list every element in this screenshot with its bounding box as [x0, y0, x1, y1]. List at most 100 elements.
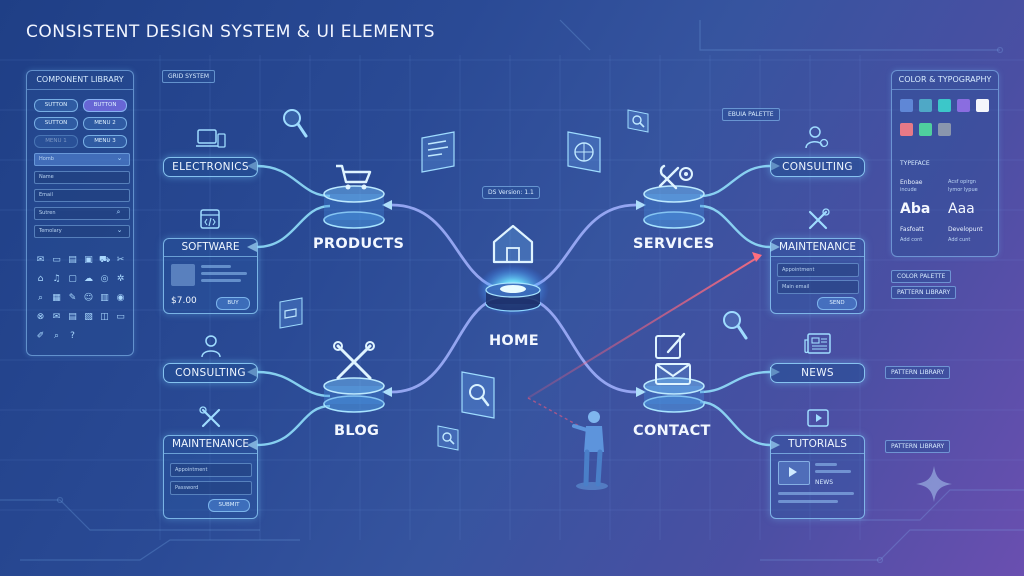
- search-card-icon: [627, 109, 649, 133]
- location-icon: ◉: [116, 293, 125, 303]
- blog-hub[interactable]: [316, 340, 392, 416]
- home-hub[interactable]: [476, 218, 550, 324]
- products-label: PRODUCTS: [313, 236, 405, 252]
- main-email-field[interactable]: Main email: [777, 280, 859, 294]
- search-icon: ⌕: [37, 293, 44, 303]
- type-sample-bold: Aba: [900, 201, 931, 217]
- maintenance-card-left[interactable]: MAINTENANCE Appointment Password SUBMIT: [163, 435, 258, 519]
- palette-tag: EBUIA PALETTE: [722, 108, 780, 121]
- envelope-icon: ✉: [52, 312, 61, 322]
- consultant-icon: [201, 335, 221, 358]
- globe-card-icon: [567, 131, 601, 173]
- color-swatch: [919, 99, 932, 112]
- chevron-down-icon: ⌄: [116, 226, 123, 234]
- id-card-icon: ▥: [100, 293, 109, 303]
- buy-button[interactable]: BUY: [216, 297, 250, 310]
- person-figure: [572, 411, 608, 490]
- close-icon: ⊗: [36, 312, 45, 322]
- contact-label: CONTACT: [633, 423, 711, 439]
- font-sub-right: Add cunt: [948, 237, 971, 243]
- color-swatch: [957, 99, 970, 112]
- type-sample-regular: Aaa: [948, 201, 975, 217]
- button-sample-2[interactable]: BUTTON: [83, 99, 127, 112]
- tutorials-card[interactable]: TUTORIALS NEWS: [770, 435, 865, 519]
- temporary-select[interactable]: Temolary: [34, 225, 130, 238]
- people-icon: ☺: [83, 293, 94, 303]
- box-icon: ▧: [84, 312, 93, 322]
- password-field[interactable]: Password: [170, 481, 252, 495]
- maintenance-title-right: MAINTENANCE: [771, 239, 864, 257]
- newspaper-icon: [804, 333, 831, 354]
- software-title: SOFTWARE: [164, 239, 257, 257]
- email-field[interactable]: Email: [34, 189, 130, 202]
- product-thumbnail: [171, 264, 195, 286]
- tools-icon: ✂: [116, 255, 125, 265]
- help-icon: ?: [70, 331, 75, 341]
- software-card[interactable]: SOFTWARE $7.00 BUY: [163, 238, 258, 314]
- pattern-library-tag: PATTERN LIBRARY: [891, 286, 957, 299]
- menu-3-button[interactable]: MENU 3: [83, 135, 127, 148]
- font-name-left: Fasfoatt: [900, 226, 924, 233]
- menu-1-button[interactable]: MENU 1: [34, 135, 78, 148]
- consulting-node-left[interactable]: CONSULTING: [163, 363, 258, 383]
- services-label: SERVICES: [633, 236, 715, 252]
- search-card-icon: [437, 425, 459, 451]
- search-card-icon: [461, 371, 495, 419]
- clipboard-icon: ▤: [68, 312, 77, 322]
- color-swatch: [938, 123, 951, 136]
- color-swatch: [938, 99, 951, 112]
- color-swatch: [900, 99, 913, 112]
- card-icon: ▭: [116, 312, 125, 322]
- monitor-icon: ▢: [68, 274, 77, 284]
- cloud-icon: ☁: [84, 274, 93, 284]
- services-hub[interactable]: [636, 160, 712, 232]
- typeface-right-sub: lymor lypue: [948, 187, 978, 193]
- ds-version-tag: DS Version: 1.1: [482, 186, 540, 199]
- name-field[interactable]: Name: [34, 171, 130, 184]
- play-icon: [789, 467, 797, 477]
- mail-icon: ✉: [36, 255, 45, 265]
- typeface-left-sub: incude: [900, 187, 917, 193]
- pen-icon: ✐: [36, 331, 45, 341]
- video-play-icon: [807, 409, 829, 427]
- send-button[interactable]: SEND: [817, 297, 857, 310]
- appointment-field[interactable]: Appointment: [777, 263, 859, 277]
- target-icon: ◎: [100, 274, 109, 284]
- cart-icon: ⛟: [99, 255, 111, 265]
- laptop-card-icon: [279, 297, 303, 329]
- color-swatch: [919, 123, 932, 136]
- home-select[interactable]: Homb: [34, 153, 130, 166]
- chat-icon: ◫: [100, 312, 109, 322]
- home-label: HOME: [489, 333, 539, 349]
- typeface-label: TYPEFACE: [900, 160, 930, 167]
- button-sample-3[interactable]: SUTTON: [34, 117, 78, 130]
- products-hub[interactable]: [316, 160, 392, 232]
- zoom-icon: ⌕: [53, 331, 60, 341]
- button-sample-1[interactable]: SUTTON: [34, 99, 78, 112]
- pattern-library-tag-tutorials: PATTERN LIBRARY: [885, 440, 951, 453]
- color-typography-title: COLOR & TYPOGRAPHY: [892, 71, 998, 90]
- menu-2-button[interactable]: MENU 2: [83, 117, 127, 130]
- typeface-right-title: Acsf opirgn: [948, 179, 976, 185]
- appointment-field[interactable]: Appointment: [170, 463, 252, 477]
- maintenance-card-right[interactable]: MAINTENANCE Appointment Main email SEND: [770, 238, 865, 314]
- search-field[interactable]: Sutren: [34, 207, 130, 220]
- maintenance-title-left: MAINTENANCE: [164, 436, 257, 454]
- color-swatch: [900, 123, 913, 136]
- consulting-node-right[interactable]: CONSULTING: [770, 157, 865, 177]
- image-icon: ▣: [84, 255, 93, 265]
- sparkle-icon: [916, 466, 952, 502]
- electronics-node[interactable]: ELECTRONICS: [163, 157, 258, 177]
- component-library-title: COMPONENT LIBRARY: [27, 71, 133, 90]
- document-card-icon: [421, 131, 455, 173]
- devices-icon: [196, 129, 226, 148]
- user-settings-icon: [805, 126, 829, 149]
- tutorials-title: TUTORIALS: [771, 436, 864, 454]
- color-swatch: [976, 99, 989, 112]
- folder-icon: ▭: [52, 255, 61, 265]
- submit-button[interactable]: SUBMIT: [208, 499, 250, 512]
- news-node[interactable]: NEWS: [770, 363, 865, 383]
- chevron-down-icon: ⌄: [116, 154, 123, 162]
- page-title: CONSISTENT DESIGN SYSTEM & UI ELEMENTS: [26, 22, 436, 42]
- contact-hub[interactable]: [636, 330, 712, 416]
